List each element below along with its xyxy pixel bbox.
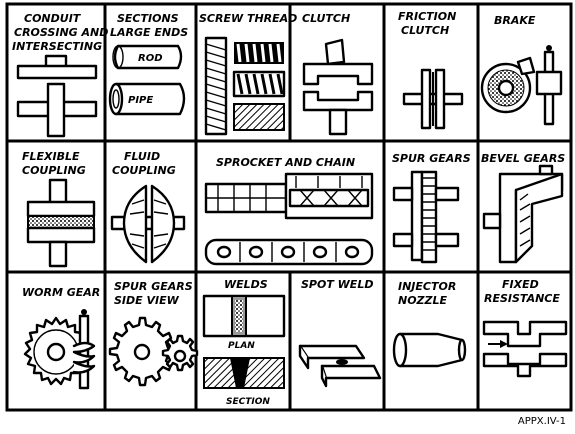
cell-brake: BRAKE (480, 14, 563, 126)
spur-gears-side-symbol (108, 316, 199, 387)
screw-thread-symbol (204, 36, 286, 136)
fluid-coupling-label-1: FLUID (124, 150, 160, 163)
spur-gears-symbol (392, 170, 460, 264)
flexible-coupling-label-2: COUPLING (22, 164, 86, 177)
fluid-coupling-label-2: COUPLING (112, 164, 176, 177)
conduit-label-1: CONDUIT (24, 12, 82, 25)
cell-spur-gears-side: SPUR GEARS SIDE VIEW (108, 280, 199, 387)
cell-conduit: CONDUIT CROSSING AND INTERSECTING (12, 12, 108, 138)
spot-weld-symbol (298, 344, 382, 388)
fluid-coupling-symbol (110, 184, 186, 264)
cell-worm-gear: WORM GEAR (22, 286, 100, 390)
figure-number: APPX.IV-1 (517, 416, 566, 427)
screw-thread-label: SCREW THREAD (199, 12, 297, 25)
cell-fluid-coupling: FLUID COUPLING (110, 150, 186, 264)
bevel-gears-symbol (482, 164, 564, 264)
clutch-label: CLUTCH (302, 12, 350, 25)
cell-flexible-coupling: FLEXIBLE COUPLING (22, 150, 96, 268)
sprocket-chain-symbol (204, 172, 374, 266)
cell-sections: SECTIONS LARGE ENDS ROD PIPE (108, 12, 188, 116)
welds-plan-symbol: PLAN (202, 294, 286, 351)
cell-injector-nozzle: INJECTOR NOZZLE (392, 280, 467, 368)
pipe-label: PIPE (128, 95, 153, 106)
rod-label: ROD (138, 53, 163, 64)
cell-fixed-resistance: FIXED RESISTANCE (482, 278, 568, 378)
spur-gears-side-label-1: SPUR GEARS (114, 280, 193, 293)
cell-clutch: CLUTCH (302, 12, 374, 136)
fixed-resistance-label-2: RESISTANCE (484, 292, 560, 305)
friction-clutch-symbol (402, 68, 464, 130)
welds-section-symbol: SECTION (203, 357, 285, 407)
injector-nozzle-label-1: INJECTOR (398, 280, 456, 293)
flexible-coupling-symbol (26, 178, 96, 268)
conduit-symbol (16, 54, 98, 138)
sprocket-chain-label: SPROCKET AND CHAIN (216, 156, 355, 169)
cell-bevel-gears: BEVEL GEARS (481, 152, 565, 264)
cell-spot-weld: SPOT WELD (298, 278, 382, 388)
injector-nozzle-symbol (392, 332, 467, 368)
grid-lines (5, 2, 573, 412)
cell-spur-gears: SPUR GEARS (392, 152, 471, 264)
bevel-gears-label: BEVEL GEARS (481, 152, 565, 165)
rod-symbol: ROD (112, 44, 183, 70)
worm-gear-label: WORM GEAR (22, 286, 100, 299)
spur-gears-side-label-2: SIDE VIEW (114, 294, 180, 307)
friction-clutch-label-1: FRICTION (398, 10, 456, 23)
worm-gear-symbol (23, 309, 96, 390)
fixed-resistance-label-1: FIXED (502, 278, 539, 291)
cell-sprocket-chain: SPROCKET AND CHAIN (204, 156, 374, 266)
spur-gears-label: SPUR GEARS (392, 152, 471, 165)
welds-plan-label: PLAN (228, 341, 255, 351)
sections-label-2: LARGE ENDS (110, 26, 188, 39)
conduit-label-3: INTERSECTING (12, 40, 102, 53)
conduit-label-2: CROSSING AND (14, 26, 108, 39)
brake-label: BRAKE (494, 14, 536, 27)
clutch-symbol (302, 38, 374, 136)
friction-clutch-label-2: CLUTCH (401, 24, 449, 37)
cell-friction-clutch: FRICTION CLUTCH (398, 10, 464, 130)
sections-label-1: SECTIONS (117, 12, 179, 25)
spot-weld-label: SPOT WELD (301, 278, 373, 291)
pipe-symbol: PIPE (108, 82, 186, 116)
fixed-resistance-symbol (482, 320, 568, 378)
brake-symbol (480, 45, 563, 126)
welds-section-label: SECTION (226, 397, 270, 407)
cell-welds: WELDS PLAN SECTION (202, 278, 286, 407)
flexible-coupling-label-1: FLEXIBLE (22, 150, 80, 163)
injector-nozzle-label-2: NOZZLE (398, 294, 448, 307)
welds-label: WELDS (224, 278, 268, 291)
cell-screw-thread: SCREW THREAD (199, 12, 297, 136)
